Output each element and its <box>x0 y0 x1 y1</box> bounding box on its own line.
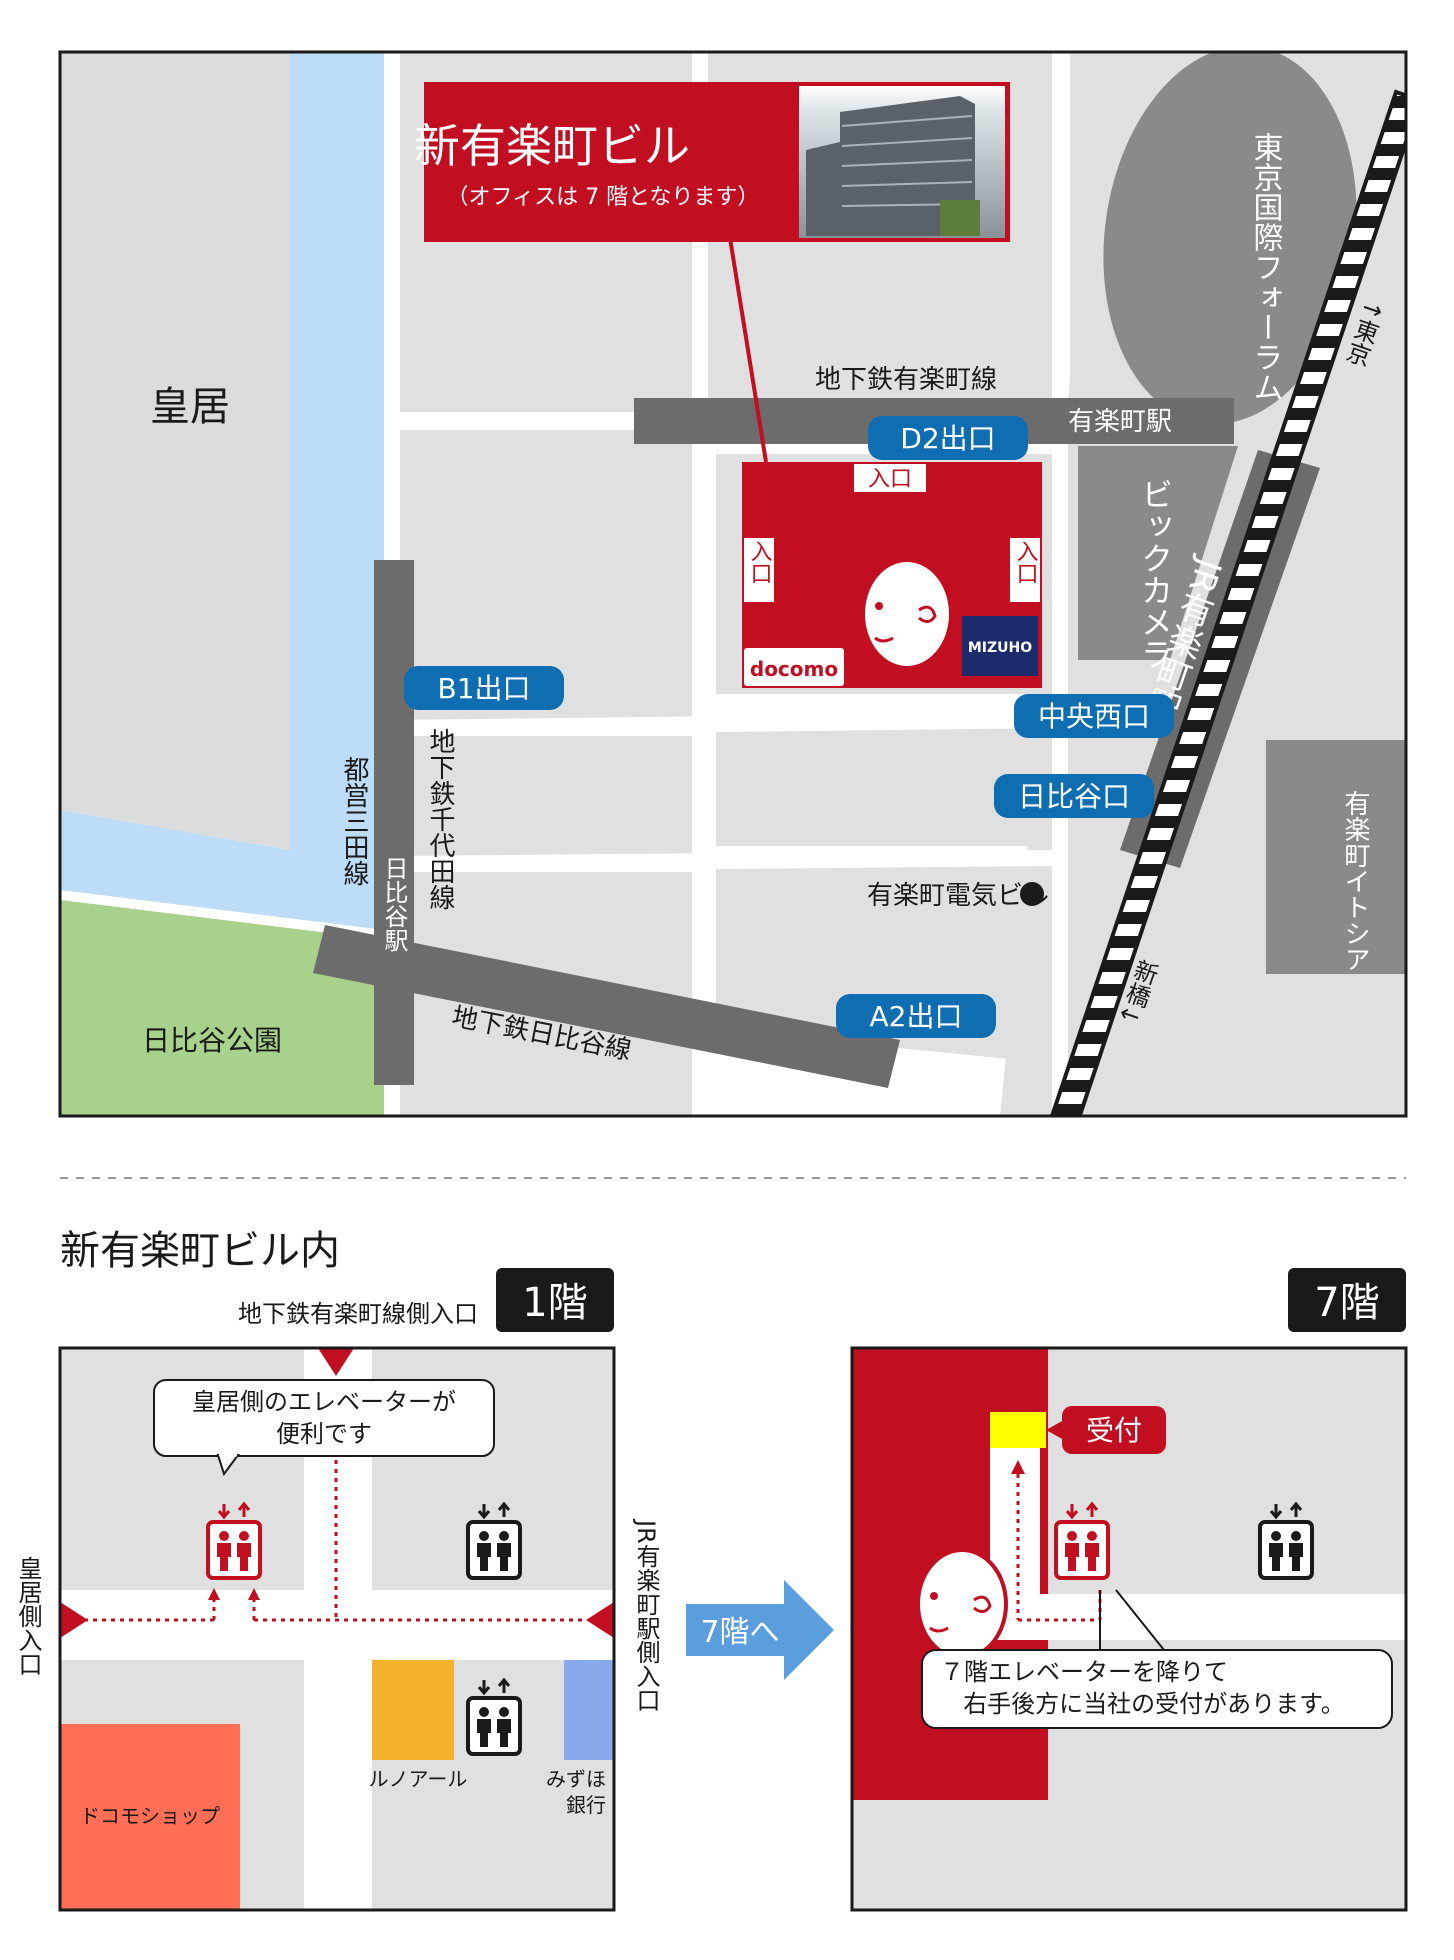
reception-area <box>990 1412 1046 1448</box>
moat <box>60 52 385 930</box>
map-frame <box>58 50 1408 1118</box>
railway-track <box>1049 89 1406 1116</box>
palace-entrance-label: 皇居側入口 <box>14 1556 42 1676</box>
floor1-frame <box>58 1346 616 1912</box>
floor1-label: 1階 <box>522 1280 587 1326</box>
mizuho-bank-area <box>564 1660 614 1760</box>
exit-d2: D2出口 <box>868 416 1028 460</box>
entrance-top-label: 入口 <box>868 467 912 492</box>
svg-text:日比谷口: 日比谷口 <box>1018 780 1130 813</box>
renoir-area <box>372 1660 454 1760</box>
to-7f-arrow <box>686 1580 834 1680</box>
docomo-logo <box>744 648 844 686</box>
svg-text:A2出口: A2出口 <box>870 1000 963 1033</box>
mizuho-label-1: みずほ <box>546 1767 606 1791</box>
bic-camera-label: ビックカメラ <box>1136 478 1174 670</box>
svg-text:中央西口: 中央西口 <box>1038 700 1150 733</box>
exit-a2: A2出口 <box>836 994 996 1038</box>
floor7-frame <box>850 1346 1408 1912</box>
svg-text:D2出口: D2出口 <box>900 422 995 455</box>
imperial-palace-label: 皇居 <box>150 384 230 430</box>
corridor <box>990 1448 1406 1640</box>
reception-badge: 受付 <box>1046 1406 1166 1454</box>
floor1-plan: 皇居側のエレベーターが 便利です ドコモショップ ルノアール みずほ 銀行 <box>60 1348 614 1910</box>
building-note: （オフィスは 7 階となります） <box>447 185 760 210</box>
floor1-badge <box>496 1268 614 1332</box>
floor1-callout <box>153 1379 495 1457</box>
floor7-label: 7階 <box>1314 1280 1379 1326</box>
mita-line-label: 都営三田線 <box>339 756 369 886</box>
location-dot <box>1020 882 1044 906</box>
entrance-right <box>1010 538 1040 602</box>
entrance-left <box>744 538 774 602</box>
mizuho-logo <box>962 616 1038 676</box>
itocia-shape <box>1266 740 1406 974</box>
floors-section-title: 新有楽町ビル内 <box>60 1228 340 1274</box>
exit-hibiya: 日比谷口 <box>994 774 1154 818</box>
building-name: 新有楽町ビル <box>414 119 690 173</box>
hibiya-station-label: 日比谷駅 <box>380 856 408 952</box>
to-7f-label: 7階へ <box>700 1615 779 1650</box>
mizuho-logo-text: MIZUHO <box>968 640 1032 656</box>
jr-entrance-label: JR有楽町駅側入口 <box>632 1518 660 1712</box>
docomo-shop-area <box>60 1724 240 1910</box>
yurakucho-station-label: 有楽町駅 <box>1068 407 1172 437</box>
docomo-logo-text: docomo <box>750 657 838 681</box>
subway-entrance-arrow <box>318 1348 354 1376</box>
svg-text:B1出口: B1出口 <box>437 672 530 705</box>
entrance-right-label: 入口 <box>1013 540 1039 584</box>
hibiya-park-label: 日比谷公園 <box>142 1024 282 1057</box>
renoir-label: ルノアール <box>369 1767 468 1791</box>
bic-camera-shape <box>1078 446 1238 660</box>
floor1-callout-line1: 皇居側のエレベーターが <box>192 1388 456 1416</box>
floor7-callout-line2: 右手後方に当社の受付があります。 <box>963 1690 1345 1718</box>
floor7-callout <box>921 1649 1393 1729</box>
floor7-badge <box>1288 1268 1406 1332</box>
floor7-callout-line1: ７階エレベーターを降りて <box>940 1658 1228 1686</box>
yurakucho-line-label: 地下鉄有楽町線 <box>815 365 997 395</box>
building-leader-line <box>728 237 768 463</box>
jr-entrance-arrow <box>586 1602 614 1638</box>
entrance-left-label: 入口 <box>747 540 773 584</box>
tokyo-forum-shape <box>1103 52 1357 424</box>
exit-b1: B1出口 <box>404 666 564 710</box>
entrance-top <box>854 464 926 492</box>
chiyoda-line-label: 地下鉄千代田線 <box>425 728 455 910</box>
tokyo-forum-label: 東京国際フォーラム <box>1248 132 1283 402</box>
mizuho-label-2: 銀行 <box>566 1793 606 1817</box>
itocia-label: 有楽町イトシア <box>1340 790 1370 972</box>
palace-entrance-arrow <box>60 1602 88 1638</box>
exit-central-west: 中央西口 <box>1014 694 1174 738</box>
svg-text:受付: 受付 <box>1086 1414 1142 1447</box>
docomo-shop-label: ドコモショップ <box>80 1804 220 1828</box>
floor1-callout-line2: 便利です <box>276 1420 372 1448</box>
denki-bldg-label: 有楽町電気ビル <box>867 881 1049 911</box>
subway-entrance-label: 地下鉄有楽町線側入口 <box>238 1300 478 1328</box>
imperial-palace-area <box>60 52 290 850</box>
